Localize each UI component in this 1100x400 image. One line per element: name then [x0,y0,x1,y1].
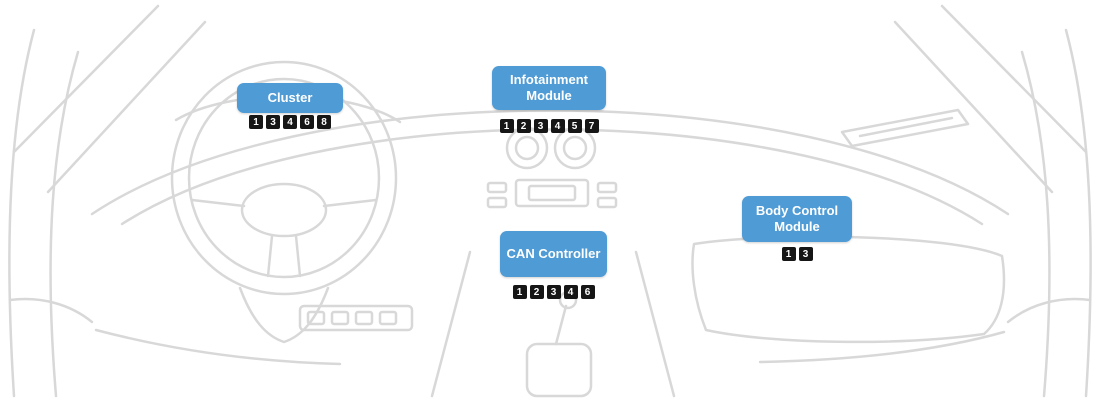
infotainment-pin[interactable]: 2 [516,119,531,133]
module-infotainment: Infotainment Module 1 2 3 4 5 7 [492,66,606,133]
body-control-pins: 1 3 [781,247,813,261]
body-control-label: Body Control Module [755,202,839,234]
module-cluster: Cluster 1 3 4 6 8 [237,83,343,129]
cluster-pin[interactable]: 8 [317,115,331,129]
infotainment-label: Infotainment Module [510,71,588,103]
body-control-pin[interactable]: 1 [781,247,796,261]
cluster-pin[interactable]: 4 [283,115,297,129]
infotainment-pin[interactable]: 4 [550,119,565,133]
infotainment-pin[interactable]: 3 [533,119,548,133]
infotainment-pin[interactable]: 5 [567,119,582,133]
body-control-box[interactable]: Body Control Module [742,196,852,242]
cluster-pin[interactable]: 1 [249,115,263,129]
can-controller-pin[interactable]: 2 [529,285,544,299]
module-can-controller: CAN Controller 1 2 3 4 6 [500,231,607,299]
module-body-control: Body Control Module 1 3 [742,196,852,261]
cluster-pin[interactable]: 3 [266,115,280,129]
infotainment-pin[interactable]: 7 [584,119,599,133]
infotainment-pin[interactable]: 1 [499,119,514,133]
cluster-pin[interactable]: 6 [300,115,314,129]
infotainment-pins: 1 2 3 4 5 7 [499,119,599,133]
cluster-box[interactable]: Cluster [237,83,343,113]
can-controller-pin[interactable]: 3 [546,285,561,299]
cluster-label: Cluster [267,89,313,105]
cluster-pins: 1 3 4 6 8 [249,115,331,129]
body-control-pin[interactable]: 3 [798,247,813,261]
can-controller-pin[interactable]: 1 [512,285,527,299]
infotainment-box[interactable]: Infotainment Module [492,66,606,110]
can-controller-pin[interactable]: 6 [580,285,595,299]
can-controller-box[interactable]: CAN Controller [500,231,607,277]
can-controller-pin[interactable]: 4 [563,285,578,299]
can-controller-pins: 1 2 3 4 6 [512,285,595,299]
can-controller-label: CAN Controller [506,245,601,261]
